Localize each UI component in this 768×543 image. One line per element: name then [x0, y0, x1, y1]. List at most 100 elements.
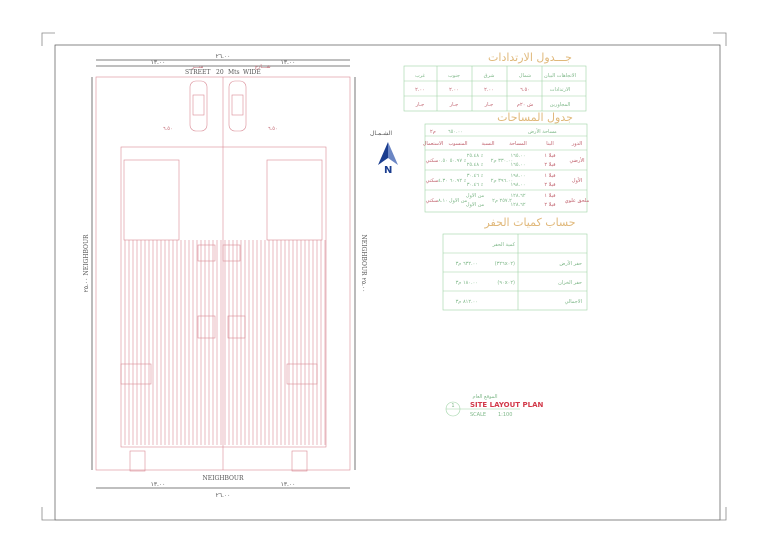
- table-cell: ٢.٠٠: [415, 87, 425, 93]
- table-cell: (٩٠x٠٢): [497, 280, 515, 286]
- street-suffix: WIDE: [243, 69, 261, 76]
- title-block: الموقع العام SITE LAYOUT PLAN SCALE 1:10…: [445, 394, 544, 418]
- title-en: SITE LAYOUT PLAN: [470, 401, 544, 409]
- table-cell: ٣٣٠.٠٠ م٢: [491, 158, 513, 164]
- setback-label: ٦.٥٠: [268, 126, 278, 132]
- dimension-side-right-label: ٢٥.٠٠: [360, 278, 367, 293]
- table-cell: ٢٥.٤٨ ٪: [467, 162, 484, 168]
- table-header: البنا: [546, 141, 553, 147]
- table-cell: فيلا ١: [544, 173, 556, 179]
- table-cell: حفر الخزان: [558, 280, 582, 286]
- table-header: الاتجاهات البيان: [544, 73, 576, 79]
- shaft: [129, 450, 146, 472]
- table-header: الدور: [571, 141, 582, 147]
- land-area-value: ٦٥٠.٠٠: [448, 129, 463, 135]
- table-cell: الأول: [572, 177, 582, 184]
- table-cell: سكني: [426, 198, 439, 204]
- hatched-area: [123, 159, 180, 241]
- table-header: شمال: [519, 73, 531, 79]
- table-cell: جـار: [415, 102, 425, 108]
- table-cell: فيلا ٢: [544, 162, 556, 168]
- dimension-total-bottom-label: ٢٦.٠٠: [216, 492, 231, 499]
- neighbour-right-label: NEIGHBOUR: [360, 234, 367, 276]
- table-cell: ٢.٠٠: [449, 87, 459, 93]
- table-cell: ٦.٥٠: [520, 87, 530, 93]
- table-cell: جـار: [449, 102, 459, 108]
- table-cell: ١٩٨.٠٠: [510, 182, 525, 188]
- table-cell: ٣٠.٤٦ ٪: [467, 173, 484, 179]
- table-cell: ٦٣٢.٠٠ م٣: [456, 261, 478, 267]
- north-letter: N: [384, 165, 392, 176]
- table-cell: ١٦٥.٠٠: [510, 162, 525, 168]
- hatched-area: [266, 159, 323, 241]
- table-header: غرب: [415, 73, 425, 79]
- table-cell: ٦٠.٩٢ ٪: [450, 178, 467, 184]
- table-header: المنسوب: [448, 141, 467, 147]
- table-header: النسبة: [481, 141, 494, 147]
- table-cell: ٢٥٧.٢ م٢: [492, 198, 512, 204]
- table-cell: ١٩٨.٠٠: [510, 173, 525, 179]
- table-header: جنوب: [448, 73, 460, 79]
- table-cell: ١٢٨.٦٢: [510, 193, 525, 199]
- dimension-half-left-label: ١٣.٠٠: [151, 481, 166, 488]
- land-area-unit: م٢: [430, 129, 436, 135]
- scale-value: 1:100: [498, 412, 512, 418]
- table-cell: من الاول: [466, 202, 485, 208]
- table-cell: ٤.٣٠: [438, 178, 448, 184]
- hatched-area: [286, 363, 318, 385]
- table-cell: من الاول: [449, 198, 468, 204]
- areas-title: جدول المساحات: [497, 111, 573, 124]
- shaft: [197, 244, 216, 262]
- table-cell: ٥٠.٩٧ ٪: [450, 158, 467, 164]
- table-header: المساحة: [509, 141, 527, 147]
- north-label: الشـمـال: [370, 130, 392, 137]
- dimension-half-right-label: ١٣.٠٠: [281, 481, 296, 488]
- neighbour-left-label: NEIGHBOUR: [83, 234, 90, 276]
- building-footprint: [120, 146, 327, 448]
- table-cell: الارتدادات: [550, 87, 570, 93]
- hatched-area: [120, 363, 152, 385]
- car-icon: [189, 80, 208, 132]
- table-cell: ٨.١٠: [438, 198, 448, 204]
- table-cell: ١٨٠.٠٠ م٣: [456, 280, 478, 286]
- table-cell: ٣٩٦.٠٠ م٢: [491, 178, 513, 184]
- table-header: شرق: [484, 73, 495, 79]
- north-arrow: الشـمـال N: [370, 130, 398, 176]
- scale-label: SCALE: [470, 412, 486, 418]
- table-cell: سكني: [426, 158, 439, 164]
- site-plan: ٢٦.٠٠ ١٣.٠٠ ١٣.٠٠ STREET 20 Mts WIDE شــ…: [83, 53, 367, 499]
- table-cell: فيلا ٢: [544, 182, 556, 188]
- neighbour-bottom-label: NEIGHBOUR: [202, 475, 244, 482]
- table-cell: ش ٢٠م: [517, 102, 533, 108]
- table-cell: ٠.٥٠: [438, 158, 448, 164]
- table-cell: فيلا ١: [544, 153, 556, 159]
- dimension-half-right-label: ١٣.٠٠: [281, 59, 296, 66]
- table-cell: الاجمالي: [565, 299, 582, 305]
- shaft: [197, 315, 216, 339]
- table-cell: ٢٥.٤٨ ٪: [467, 153, 484, 159]
- table-cell: جـار: [484, 102, 494, 108]
- shaft: [222, 244, 241, 262]
- table-cell: من الاول: [466, 193, 485, 199]
- street-ar: شـــارع: [255, 64, 271, 70]
- table-cell: (٣٢٦x٠٢): [495, 261, 515, 267]
- setbacks-title: جـــدول الارتدادات: [488, 51, 572, 64]
- north-arrow-icon: [378, 142, 388, 165]
- street-label: STREET 20 Mts WIDE شـــارع متـــر: [185, 64, 271, 76]
- excavation-header: كمية الحفر: [492, 242, 516, 248]
- car-icon: [228, 80, 247, 132]
- table-cell: ملحق علوي: [565, 198, 590, 204]
- setbacks-table: جـــدول الارتدادات الاتجاهات البيان شمال ش…: [403, 51, 587, 112]
- table-cell: الأرضي: [569, 157, 584, 164]
- street-en: STREET: [185, 69, 210, 76]
- title-ar: الموقع العام: [473, 394, 498, 400]
- dimension-half-left-label: ١٣.٠٠: [151, 59, 166, 66]
- table-cell: فيلا ٢: [544, 202, 556, 208]
- street-width: 20: [216, 69, 224, 76]
- table-cell: فيلا ١: [544, 193, 556, 199]
- sheet-number: 1: [451, 403, 454, 409]
- sheet-frame: [41, 32, 727, 521]
- excavation-title: حساب كميات الحفر: [483, 216, 575, 229]
- floor-pattern: [124, 240, 326, 445]
